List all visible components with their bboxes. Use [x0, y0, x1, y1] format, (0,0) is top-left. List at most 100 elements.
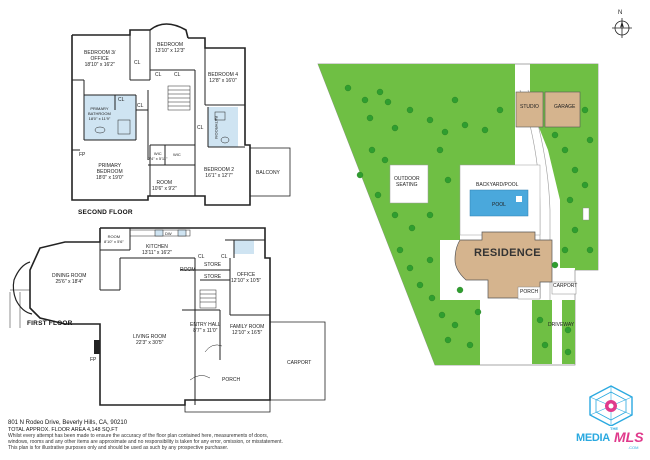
room-dim: 7'4" x 5'11" [148, 156, 168, 161]
room-primary-bedroom: PRIMARY BEDROOM 18'0" x 19'0" [96, 163, 123, 181]
room-name: STORE [204, 274, 222, 280]
first-floor-doors [9, 289, 223, 381]
first-floor-inner-walls [99, 228, 270, 405]
room-dim: 16'1" x 12'7" [205, 173, 233, 179]
room-living: LIVING ROOM 22'3" x 30'5" [133, 334, 166, 346]
second-floor-fixtures [94, 111, 230, 144]
room-dining: DINING ROOM 25'6" x 18'4" [52, 273, 86, 285]
first-floor-stairs [199, 289, 217, 309]
room-wic-2: WIC [173, 152, 181, 158]
room-name: ROOM [107, 234, 121, 239]
room-dim: 18'10" x 16'2" [84, 62, 115, 68]
room-bedroom-4: BEDROOM 4 12'8" x 16'0" [208, 72, 238, 84]
room-name: PRIMARY BATHROOM [88, 106, 111, 116]
bathroom-fill [208, 107, 238, 147]
room-dim: 18'0" x 11'9" [88, 116, 111, 121]
cl-label-2f-1: CL [118, 97, 124, 103]
outdoor-seating-label: OUTDOOR SEATING [394, 176, 420, 188]
room-name: FAMILY ROOM [230, 324, 265, 330]
cl-label-2f-2: CL [137, 103, 143, 109]
first-floor-carport [270, 321, 326, 401]
site-plan [317, 63, 599, 366]
room-name: STORE [204, 262, 222, 268]
room-bedroom: BEDROOM 13'10" x 12'3" [155, 42, 185, 54]
compass-icon [612, 18, 632, 38]
room-name: FP [90, 357, 97, 363]
fp-label-2f: FP [79, 152, 85, 158]
room-kitchen: KITCHEN 13'11" x 16'2" [142, 244, 172, 256]
room-family: FAMILY ROOM 12'10" x 16'5" [230, 324, 264, 336]
room-dim: 12'10" x 10'5" [231, 278, 262, 284]
room-name: CL [137, 103, 144, 109]
grass-area-left [318, 64, 515, 365]
room-name: CL [221, 254, 228, 260]
room-room-1f: ROOM [180, 267, 196, 273]
room-room-2f: ROOM 10'6" x 9'2" [152, 180, 177, 192]
room-name: BATHROOM [214, 116, 219, 139]
room-name: BEDROOM 4 [208, 72, 239, 78]
room-name: ROOM [180, 267, 196, 273]
footer: 801 N Rodeo Drive, Beverly Hills, CA, 90… [8, 420, 488, 451]
fp-label-1f: FP [90, 357, 96, 363]
themls-logo: THE MEDIA MLS .COM [576, 384, 644, 454]
room-name: CL [174, 72, 181, 78]
room-primary-bathroom: PRIMARY BATHROOM 18'0" x 11'9" [88, 106, 111, 121]
cl-label-2f-3: CL [155, 72, 161, 78]
room-name: CL [155, 72, 162, 78]
porch-label-site: PORCH [520, 289, 539, 295]
outdoor-seating-pad [389, 164, 429, 204]
room-dim: 22'3" x 30'5" [135, 340, 164, 346]
room-dim: 25'6" x 18'4" [55, 279, 83, 285]
first-floor-bath-fill [234, 240, 254, 254]
room-name: WIC [173, 152, 181, 157]
room-name: FP [79, 152, 86, 158]
pool-step [516, 196, 522, 202]
room-store-1: STORE [204, 262, 221, 268]
room-dim: 18'0" x 19'0" [96, 175, 124, 181]
disclaimer-line-3: This plan is for illustrative purposes o… [8, 445, 229, 451]
address: 801 N Rodeo Drive, Beverly Hills, CA, 90… [8, 420, 128, 426]
cl-label-2f-5: CL [134, 60, 140, 66]
side-gate [582, 207, 590, 221]
room-room-small: ROOM 8'10" x 5'6" [104, 234, 124, 244]
room-name: ENTRY HALL [190, 322, 221, 328]
first-floor-title: FIRST FLOOR [27, 320, 73, 327]
studio-building [515, 91, 544, 128]
room-name: WIC [153, 151, 162, 156]
pool-label: POOL [492, 202, 506, 208]
second-floor-title: SECOND FLOOR [78, 209, 133, 216]
balcony-outline [249, 147, 291, 197]
cl-label-1f-1: CL [198, 254, 204, 260]
room-bedroom-3: BEDROOM 3/ OFFICE 18'10" x 16'2" [84, 50, 115, 68]
second-floor-stairs [167, 85, 191, 111]
room-name: DW [165, 231, 172, 236]
room-dim: 12'10" x 16'5" [232, 330, 263, 336]
cl-label-2f-6: CL [197, 125, 203, 131]
room-name: CARPORT [287, 360, 312, 366]
garage-building [544, 91, 581, 128]
kitchen-fixtures [129, 229, 191, 237]
porch-label-1f: PORCH [222, 377, 240, 383]
backyard-pool-label: BACKYARD/POOL [476, 182, 519, 188]
room-name: CL [118, 97, 125, 103]
room-bedroom-2: BEDROOM 2 16'1" x 12'7" [204, 167, 234, 179]
room-dim: 8'7" x 11'0" [193, 328, 218, 334]
balcony-label: BALCONY [256, 170, 280, 176]
north-label: N [618, 10, 623, 16]
room-entry-hall: ENTRY HALL 8'7" x 11'0" [190, 322, 221, 334]
room-store-2: STORE [204, 274, 221, 280]
carport-pad [551, 281, 577, 295]
room-dim: 10'6" x 9'2" [152, 186, 177, 192]
logo-media-text: MEDIA [576, 432, 610, 444]
studio-label: STUDIO [520, 104, 539, 110]
north-compass: N [610, 10, 634, 40]
room-wic-1: WIC 7'4" x 5'11" [148, 151, 167, 161]
room-name: PRIMARY BEDROOM [96, 163, 123, 175]
room-dim: 13'11" x 16'2" [142, 250, 172, 256]
disclaimer-line-2: windows, rooms and any other items are a… [8, 439, 283, 445]
room-name: CL [197, 125, 204, 131]
room-dim: 13'10" x 12'3" [155, 48, 186, 54]
logo-com-text: .COM [628, 445, 639, 450]
